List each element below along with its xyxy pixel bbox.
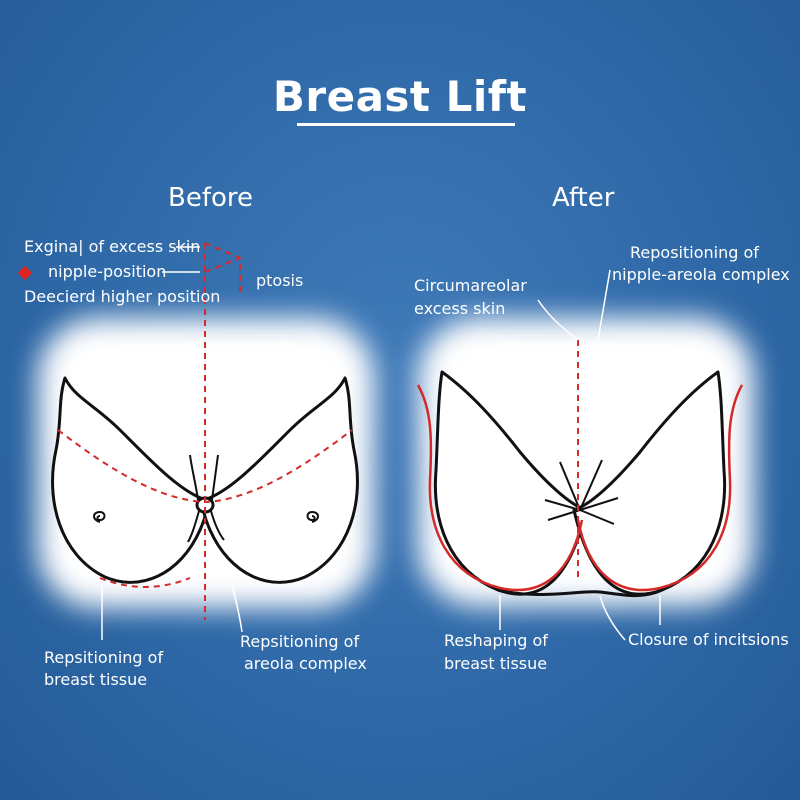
after-breast-outline [433, 370, 727, 598]
label-tissue-2: breast tissue [44, 670, 148, 689]
label-circum-2: excess skin [414, 299, 506, 318]
label-higher-position: Deecierd higher position [24, 287, 221, 306]
label-nac-1: Repositioning of [630, 243, 759, 262]
label-circum-1: Circumareolar [414, 276, 527, 295]
after-cleavage-star [544, 459, 619, 525]
after-red-contour [416, 384, 744, 592]
after-heading: After [552, 183, 615, 213]
label-areola-2: areola complex [244, 654, 367, 673]
before-nipple-swirls [93, 510, 319, 523]
label-reshape-1: Reshaping of [444, 631, 548, 650]
label-reshape-2: breast tissue [444, 654, 548, 673]
title-underline [297, 123, 515, 126]
label-areola-1: Repsitioning of [240, 632, 360, 651]
before-cleavage-folds [187, 454, 225, 543]
before-heading: Before [168, 183, 254, 213]
after-leaders [499, 269, 661, 641]
label-nac-2: nipple-areola complex [612, 265, 790, 284]
label-closure: Closure of incitsions [628, 630, 789, 649]
label-excess-skin: Exgina| of excess skin [24, 237, 201, 256]
before-guide-lines [57, 242, 353, 620]
title: Breast Lift [272, 72, 528, 121]
before-leaders [101, 246, 243, 640]
before-breast-outline [51, 376, 359, 584]
label-tissue-1: Repsitioning of [44, 648, 164, 667]
label-nipple-position: nipple-position [48, 262, 167, 281]
label-ptosis: ptosis [256, 271, 304, 290]
